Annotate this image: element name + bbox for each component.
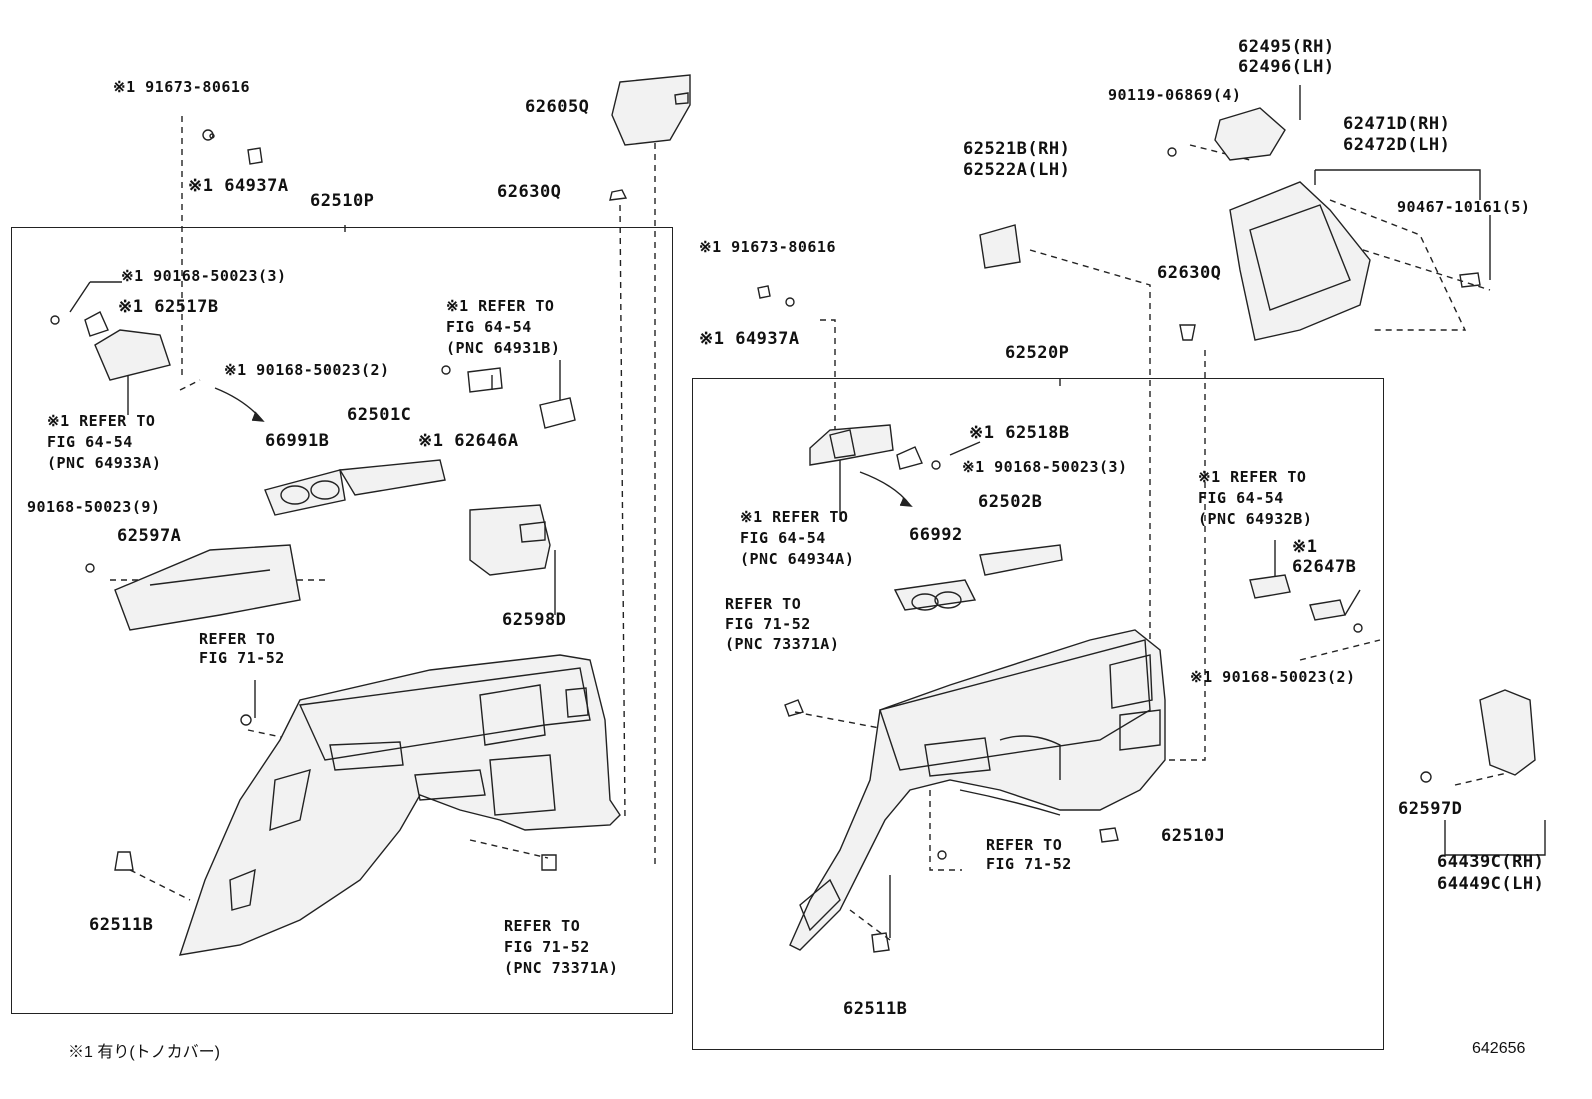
callout-L10[interactable]: 66991B: [265, 431, 330, 451]
callout-L11[interactable]: ※1 62646A: [418, 431, 519, 451]
left-assembly-title: 62510P: [310, 191, 375, 211]
callout-R21[interactable]: 64439C(RH) 64449C(LH): [1437, 852, 1545, 894]
callout-L17[interactable]: 62511B: [89, 915, 154, 935]
callout-R9[interactable]: ※1 62518B: [969, 423, 1070, 443]
callout-L6[interactable]: ※1 62517B: [118, 297, 219, 317]
callout-R19[interactable]: REFER TO FIG 71-52: [986, 836, 1072, 873]
callout-L18[interactable]: REFER TO FIG 71-52 (PNC 73371A): [504, 917, 619, 977]
callout-L13[interactable]: 90168-50023(9): [27, 498, 161, 516]
callout-R3[interactable]: 62471D(RH) 62472D(LH): [1343, 114, 1451, 155]
callout-R4[interactable]: 62521B(RH) 62522A(LH): [963, 139, 1071, 180]
callout-R18[interactable]: 62510J: [1161, 826, 1226, 846]
callout-L4[interactable]: 62630Q: [497, 182, 562, 202]
callout-R5[interactable]: 90467-10161(5): [1397, 198, 1531, 216]
callout-R12[interactable]: ※1 REFER TO FIG 64-54 (PNC 64934A): [740, 508, 855, 568]
callout-R11[interactable]: ※1 REFER TO FIG 64-54 (PNC 64932B): [1198, 468, 1313, 528]
footnote: ※1 有り(トノカバー): [68, 1044, 221, 1061]
callout-R2[interactable]: 90119-06869(4): [1108, 86, 1242, 104]
callout-R8[interactable]: ※1 64937A: [699, 329, 800, 349]
callout-R7[interactable]: 62630Q: [1157, 263, 1222, 283]
callout-L15[interactable]: 62598D: [502, 610, 567, 630]
callout-L8[interactable]: ※1 90168-50023(2): [224, 361, 390, 379]
callout-R10[interactable]: ※1 90168-50023(3): [962, 458, 1128, 476]
callout-R6[interactable]: ※1 91673-80616: [699, 238, 836, 256]
callout-R20[interactable]: 62597D: [1398, 799, 1463, 819]
callout-L12[interactable]: ※1 REFER TO FIG 64-54 (PNC 64933A): [47, 412, 162, 472]
callout-L1[interactable]: ※1 91673-80616: [113, 78, 250, 96]
figure-number: 642656: [1472, 1040, 1526, 1057]
callout-L7[interactable]: ※1 REFER TO FIG 64-54 (PNC 64931B): [446, 297, 561, 357]
callout-L16[interactable]: REFER TO FIG 71-52: [199, 630, 285, 667]
callout-R13[interactable]: 62502B: [978, 492, 1043, 512]
callout-R22[interactable]: 62511B: [843, 999, 908, 1019]
callout-L9[interactable]: 62501C: [347, 405, 412, 425]
callout-R1[interactable]: 62495(RH) 62496(LH): [1238, 37, 1335, 77]
right-assembly-frame: [692, 378, 1384, 1050]
callout-L14[interactable]: 62597A: [117, 526, 182, 546]
right-assembly-title: 62520P: [1005, 343, 1070, 363]
callout-R17[interactable]: ※1 90168-50023(2): [1190, 668, 1356, 686]
callout-R16[interactable]: REFER TO FIG 71-52 (PNC 73371A): [725, 595, 840, 653]
callout-L5[interactable]: ※1 90168-50023(3): [121, 267, 287, 285]
callout-R15[interactable]: ※1 62647B: [1292, 537, 1357, 577]
callout-R14[interactable]: 66992: [909, 525, 963, 545]
callout-L3[interactable]: 62605Q: [525, 97, 590, 117]
left-assembly-frame: [11, 227, 673, 1014]
callout-L2[interactable]: ※1 64937A: [188, 176, 289, 196]
